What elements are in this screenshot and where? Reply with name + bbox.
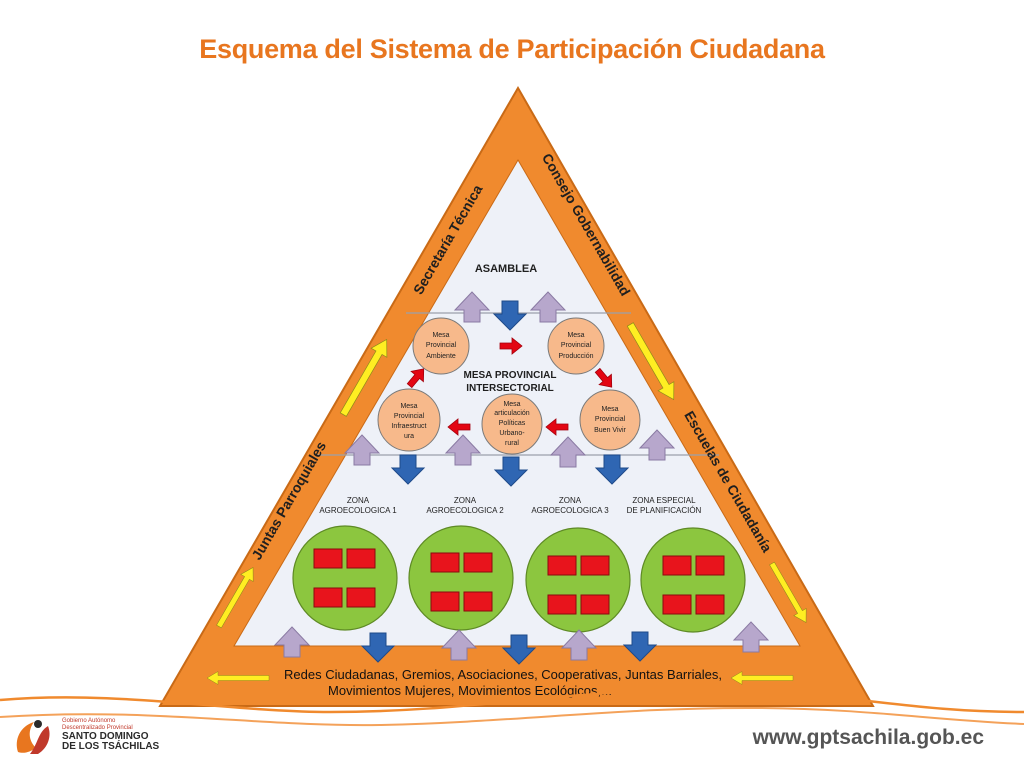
zona-2-circle [408, 525, 514, 631]
gad-logo: Gobierno Autónomo Descentralizado Provin… [8, 712, 168, 762]
svg-text:DE PLANIFICACIÓN: DE PLANIFICACIÓN [627, 506, 702, 515]
svg-text:Buen Vivir: Buen Vivir [594, 427, 626, 434]
logo-line: Descentralizado Provincial [62, 725, 133, 731]
page-title: Esquema del Sistema de Participación Ciu… [199, 34, 825, 64]
svg-text:Provincial: Provincial [561, 342, 592, 349]
zona-1-circle [292, 525, 398, 631]
svg-text:Provincial: Provincial [595, 416, 626, 423]
svg-text:Urbano-: Urbano- [499, 430, 525, 437]
svg-text:Infraestruct: Infraestruct [391, 423, 426, 430]
svg-text:Políticas: Políticas [499, 420, 526, 427]
mesa-infraestructura: Mesa Provincial Infraestruct ura [377, 388, 441, 452]
svg-text:Mesa: Mesa [400, 403, 417, 410]
svg-text:ura: ura [404, 433, 414, 440]
zona-3-label: ZONA AGROECOLOGICA 3 [531, 496, 609, 515]
svg-text:articulación: articulación [494, 410, 530, 417]
base-organizations-line2: Movimientos Mujeres, Movimientos Ecológi… [328, 683, 612, 698]
svg-text:Provincial: Provincial [426, 342, 457, 349]
svg-text:ZONA: ZONA [559, 496, 582, 505]
footer-wave [0, 688, 1024, 714]
svg-text:Mesa: Mesa [432, 332, 449, 339]
logo-line: Gobierno Autónomo [62, 718, 116, 724]
svg-text:Producción: Producción [558, 353, 593, 360]
zona-4-label: ZONA ESPECIAL DE PLANIFICACIÓN [627, 496, 702, 515]
zona-3-circle [525, 527, 631, 633]
footer-wave [0, 706, 1024, 727]
logo-line: DE LOS TSÁCHILAS [62, 741, 160, 752]
mesa-ambiente: Mesa Provincial Ambiente [412, 317, 470, 375]
svg-text:Mesa: Mesa [567, 332, 584, 339]
svg-text:ZONA: ZONA [454, 496, 477, 505]
svg-text:rural: rural [505, 440, 519, 447]
svg-text:Ambiente: Ambiente [426, 353, 456, 360]
svg-text:ZONA ESPECIAL: ZONA ESPECIAL [632, 496, 696, 505]
mesa-intersectorial-label: MESA PROVINCIAL [464, 370, 557, 381]
svg-text:Mesa: Mesa [503, 401, 520, 408]
svg-text:AGROECOLOGICA 3: AGROECOLOGICA 3 [531, 506, 609, 515]
mesa-articulacion: Mesa articulación Políticas Urbano- rura… [481, 393, 543, 455]
svg-text:AGROECOLOGICA 1: AGROECOLOGICA 1 [319, 506, 397, 515]
logo-line: SANTO DOMINGO [62, 731, 149, 742]
mesa-intersectorial-label: INTERSECTORIAL [466, 383, 554, 394]
zona-1-label: ZONA AGROECOLOGICA 1 [319, 496, 397, 515]
svg-text:AGROECOLOGICA 2: AGROECOLOGICA 2 [426, 506, 504, 515]
mesa-buen-vivir: Mesa Provincial Buen Vivir [579, 389, 641, 451]
mesa-produccion: Mesa Provincial Producción [547, 317, 605, 375]
zona-4-circle [640, 527, 746, 633]
zona-2-label: ZONA AGROECOLOGICA 2 [426, 496, 504, 515]
svg-text:Mesa: Mesa [601, 406, 618, 413]
asamblea-label: ASAMBLEA [475, 263, 537, 275]
footer-url[interactable]: www.gptsachila.gob.ec [752, 726, 984, 749]
base-organizations-line1: Redes Ciudadanas, Gremios, Asociaciones,… [284, 667, 722, 682]
svg-text:ZONA: ZONA [347, 496, 370, 505]
svg-text:Provincial: Provincial [394, 413, 425, 420]
gad-logo-mark-icon [16, 720, 50, 754]
